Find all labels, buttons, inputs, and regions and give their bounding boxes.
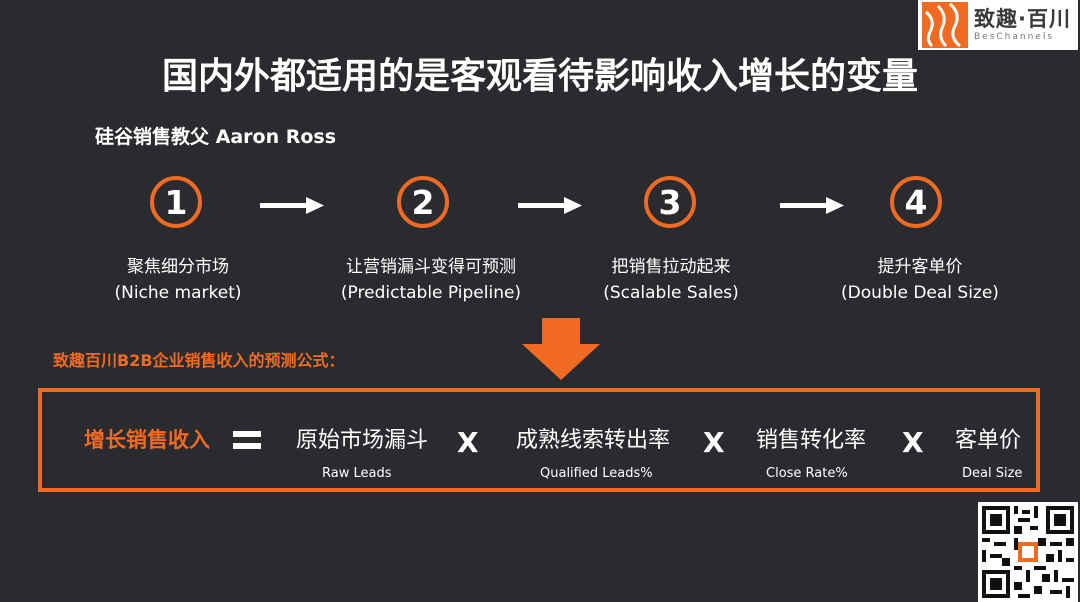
qr-code: [978, 502, 1078, 602]
formula-term-4-en: Deal Size: [962, 466, 1023, 481]
formula-term-1: 原始市场漏斗: [296, 428, 429, 453]
equals-icon: [233, 429, 261, 451]
step-1-number: 1: [150, 176, 202, 228]
multiply-sign: X: [703, 426, 725, 459]
step-1-label: 聚焦细分市场 (Niche market): [58, 254, 298, 306]
formula-box: [38, 388, 1040, 492]
multiply-sign: X: [902, 426, 924, 459]
step-3-number: 3: [644, 176, 696, 228]
step-1-cn: 聚焦细分市场: [127, 257, 229, 277]
logo-chinese-name: 致趣·百川: [974, 7, 1071, 31]
formula-term-4: 客单价: [955, 428, 1022, 453]
arrow-right-icon: [780, 197, 844, 214]
slide-title: 国内外都适用的是客观看待影响收入增长的变量: [161, 56, 918, 97]
step-4-en: (Double Deal Size): [841, 283, 999, 303]
step-3-en: (Scalable Sales): [603, 283, 739, 303]
formula-term-2-en: Qualified Leads%: [540, 466, 653, 481]
multiply-sign: X: [457, 426, 479, 459]
formula-term-2: 成熟线索转出率: [516, 428, 671, 453]
step-2-cn: 让营销漏斗变得可预测: [346, 257, 516, 277]
step-4-cn: 提升客单价: [877, 257, 963, 277]
slide-subtitle: 硅谷销售教父 Aaron Ross: [95, 126, 337, 148]
arrow-right-icon: [260, 197, 324, 214]
formula-term-1-en: Raw Leads: [322, 466, 392, 481]
logo-english-name: BesChannels: [974, 32, 1055, 42]
formula-label: 致趣百川B2B企业销售收入的预测公式：: [53, 351, 345, 370]
beschannels-logo-icon: [922, 2, 968, 48]
step-2-number: 2: [397, 176, 449, 228]
arrow-down-icon: [522, 318, 600, 380]
step-3-cn: 把销售拉动起来: [611, 257, 731, 277]
step-2-en: (Predictable Pipeline): [340, 283, 522, 303]
step-4-number: 4: [890, 176, 942, 228]
step-4-label: 提升客单价 (Double Deal Size): [800, 254, 1040, 306]
step-3-label: 把销售拉动起来 (Scalable Sales): [551, 254, 791, 306]
brand-logo: 致趣·百川 BesChannels: [918, 0, 1078, 50]
step-1-en: (Niche market): [114, 283, 242, 303]
formula-term-3: 销售转化率: [756, 428, 867, 453]
formula-term-3-en: Close Rate%: [766, 466, 848, 481]
formula-result: 增长销售收入: [84, 428, 210, 452]
step-2-label: 让营销漏斗变得可预测 (Predictable Pipeline): [311, 254, 551, 306]
arrow-right-icon: [518, 197, 582, 214]
